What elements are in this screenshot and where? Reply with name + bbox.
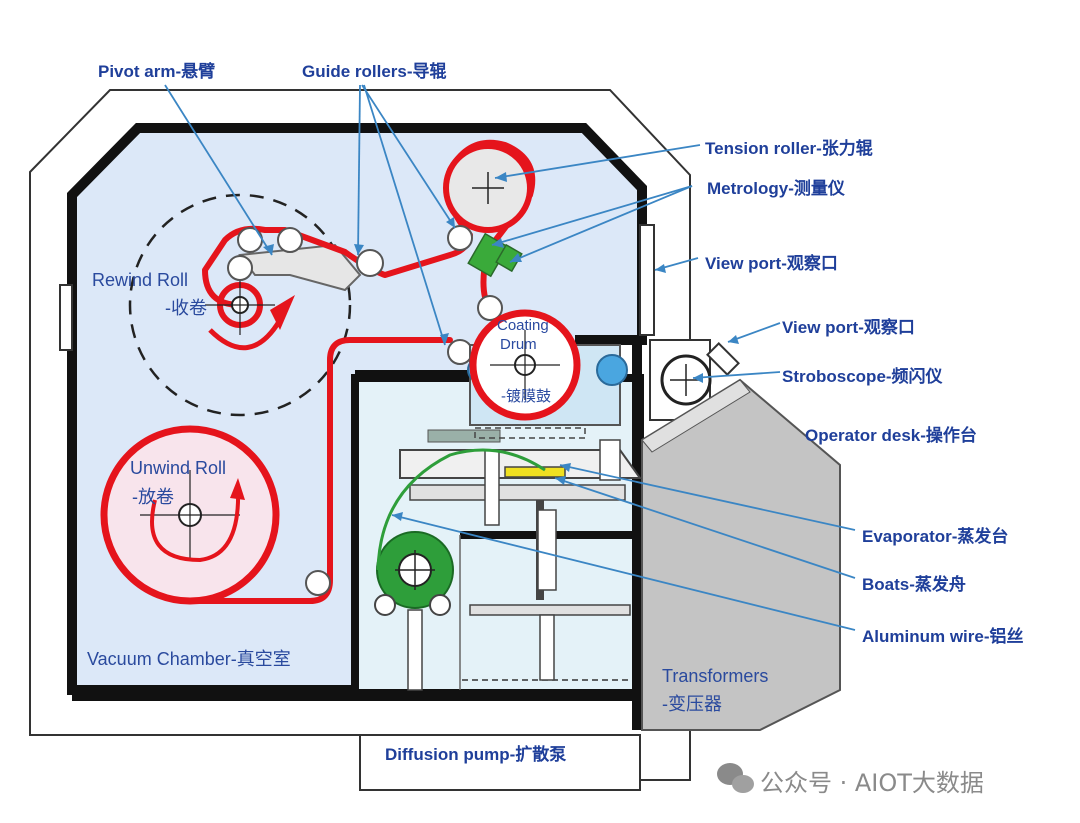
guide-rollers-label: Guide rollers-导辊: [302, 62, 447, 81]
view-port-lower: [706, 342, 740, 376]
view-port-upper-label: View port-观察口: [705, 254, 838, 273]
coating-drum-label: Coating: [497, 317, 549, 334]
diffusion-pump-housing: [359, 734, 641, 791]
rewind-roll-cn-label: -收卷: [165, 298, 207, 318]
rewind-roll-outline: [128, 193, 352, 417]
left-view-port: [59, 284, 73, 351]
pivot-arm-label: Pivot arm-悬臂: [98, 62, 216, 81]
operator-desk-label: Operator desk-操作台: [805, 426, 977, 445]
pivot-arm: [238, 243, 362, 292]
coating-drum-label-2: Drum: [500, 336, 537, 353]
view-port-upper: [639, 224, 655, 336]
view-port-lower-label: View port-观察口: [782, 318, 915, 337]
transformers-label: Transformers: [662, 666, 769, 686]
boats-label: Boats-蒸发舟: [862, 575, 966, 594]
transformers-cn-label: -变压器: [662, 694, 722, 714]
unwind-roll-cn-label: -放卷: [132, 487, 174, 507]
guide-rollers: [227, 225, 503, 596]
leader-lines: [164, 84, 856, 631]
tension-roller-label: Tension roller-张力辊: [705, 139, 873, 158]
rewind-arrow: [208, 318, 283, 351]
evaporator: [399, 449, 642, 479]
wechat-icon: [717, 763, 754, 793]
aluminum-wire-label: Aluminum wire-铝丝: [862, 627, 1024, 646]
boats: [504, 466, 566, 478]
diffusion-pump-label: Diffusion pump-扩散泵: [385, 745, 567, 764]
watermark: 公众号 · AIOT大数据: [760, 769, 984, 797]
leader-arrowheads: [263, 172, 739, 521]
rewind-roll-label: Rewind Roll: [92, 270, 189, 290]
unwind-roll-label: Unwind Roll: [130, 458, 227, 478]
metrology-label: Metrology-测量仪: [707, 179, 845, 198]
evaporator-label: Evaporator-蒸发台: [862, 527, 1009, 546]
stroboscope-label: Stroboscope-频闪仪: [782, 367, 943, 386]
vacuum-chamber-label: Vacuum Chamber-真空室: [87, 649, 291, 669]
aluminum-wire: [376, 448, 546, 571]
unwind-arrow: [150, 489, 241, 563]
coating-drum-cn-label: -镀膜鼓: [501, 388, 551, 405]
